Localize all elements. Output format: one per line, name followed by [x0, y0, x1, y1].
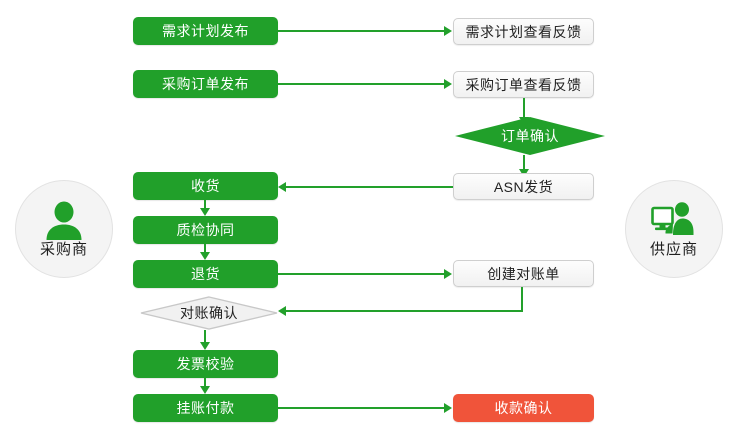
- node-asn-shipment[interactable]: ASN发货: [453, 173, 594, 200]
- node-invoice-verify[interactable]: 发票校验: [133, 350, 278, 378]
- edge-invoice-to-payment-line: [204, 378, 206, 390]
- edge-confirm-to-invoice-line: [204, 330, 206, 344]
- edge-asn-to-receive-arrow: [278, 182, 286, 192]
- edge-payment-to-receipt-arrow: [444, 403, 452, 413]
- edge-statement-to-confirm-arrow: [278, 306, 286, 316]
- node-demand-plan-feedback[interactable]: 需求计划查看反馈: [453, 18, 594, 45]
- statement-confirm-diamond-shape: [140, 296, 278, 330]
- edge-demand-plan-line: [278, 30, 445, 32]
- node-order-confirm-label: 订单确认: [501, 128, 559, 144]
- edge-quality-to-return-arrow: [200, 252, 210, 260]
- person-at-computer-icon: [651, 202, 694, 235]
- node-order-confirm[interactable]: 订单确认: [455, 117, 605, 155]
- actor-supplier: 供应商: [625, 180, 723, 278]
- node-statement-confirm-label: 对账确认: [180, 305, 238, 321]
- edge-return-to-statement-line: [278, 273, 445, 275]
- node-payable-payment[interactable]: 挂账付款: [133, 394, 278, 422]
- edge-po-arrow: [444, 79, 452, 89]
- edge-quality-to-return-line: [204, 244, 206, 256]
- node-demand-plan-publish[interactable]: 需求计划发布: [133, 17, 278, 45]
- node-statement-confirm[interactable]: 对账确认: [140, 296, 278, 330]
- edge-confirm-to-invoice-arrow: [200, 342, 210, 350]
- node-receipt-confirm[interactable]: 收款确认: [453, 394, 594, 422]
- person-icon: [46, 201, 82, 240]
- order-confirm-diamond-shape: [455, 117, 605, 155]
- edge-return-to-statement-arrow: [444, 269, 452, 279]
- edge-statement-to-confirm-vline: [521, 287, 523, 312]
- actor-buyer-label: 采购商: [39, 241, 88, 258]
- node-create-statement[interactable]: 创建对账单: [453, 260, 594, 287]
- edge-receive-to-quality-line: [204, 200, 206, 212]
- edge-asn-to-receive-line: [286, 186, 453, 188]
- edge-po-line: [278, 83, 445, 85]
- edge-statement-to-confirm-hline: [286, 310, 523, 312]
- edge-confirm-to-asn-line: [523, 155, 525, 173]
- edge-invoice-to-payment-arrow: [200, 386, 210, 394]
- edge-po-to-confirm-line: [523, 98, 525, 120]
- node-po-publish[interactable]: 采购订单发布: [133, 70, 278, 98]
- edge-demand-plan-arrow: [444, 26, 452, 36]
- edge-payment-to-receipt-line: [278, 407, 445, 409]
- actor-buyer: 采购商: [15, 180, 113, 278]
- node-return-goods[interactable]: 退货: [133, 260, 278, 288]
- actor-supplier-label: 供应商: [649, 241, 698, 258]
- node-po-feedback[interactable]: 采购订单查看反馈: [453, 71, 594, 98]
- edge-receive-to-quality-arrow: [200, 208, 210, 216]
- node-quality-collab[interactable]: 质检协同: [133, 216, 278, 244]
- node-receive-goods[interactable]: 收货: [133, 172, 278, 200]
